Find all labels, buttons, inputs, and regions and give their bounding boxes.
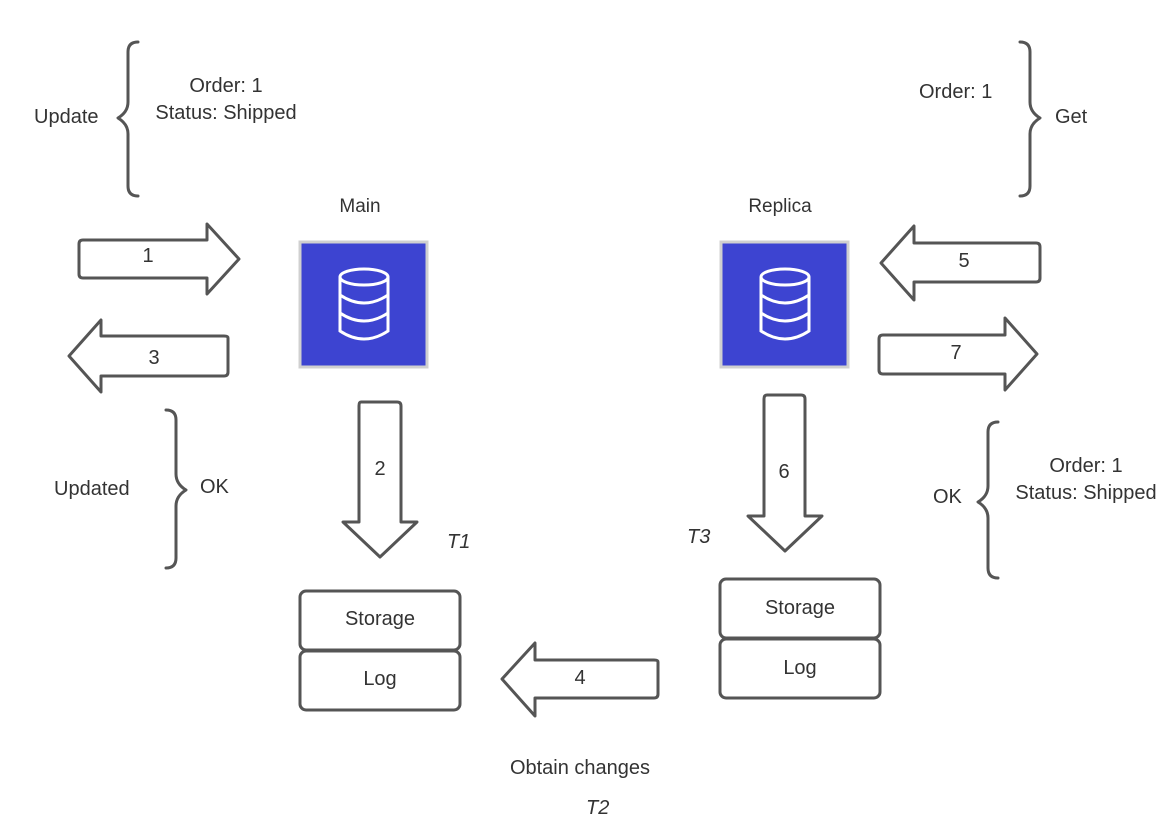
get-order: Order: 1 xyxy=(919,81,993,103)
arrow-step-2 xyxy=(341,400,419,559)
replica-log-label: Log xyxy=(783,657,817,679)
step-number-6: 6 xyxy=(778,461,790,483)
main-storage-label: Storage xyxy=(344,608,416,630)
database-icon xyxy=(759,267,811,341)
step-number-4: 4 xyxy=(574,667,586,689)
get-ok-text: OK xyxy=(933,486,962,508)
time-t2: T2 xyxy=(586,797,610,819)
arrow-step-5 xyxy=(879,224,1042,302)
obtain-changes-label: Obtain changes xyxy=(509,757,651,779)
arrow-step-6 xyxy=(746,393,824,553)
replica-storage-label: Storage xyxy=(764,597,836,619)
step-number-2: 2 xyxy=(374,458,386,480)
get-brace xyxy=(1018,40,1042,198)
update-brace xyxy=(116,40,140,198)
arrow-step-7 xyxy=(877,316,1039,392)
step-number-7: 7 xyxy=(950,342,962,364)
arrow-step-1 xyxy=(77,222,241,296)
time-t3: T3 xyxy=(687,526,711,548)
ok-brace xyxy=(976,420,1000,580)
replica-database-node xyxy=(719,240,850,369)
replica-log-box xyxy=(718,637,882,700)
updated-brace xyxy=(164,408,188,570)
main-log-label: Log xyxy=(363,668,397,690)
main-log-box xyxy=(298,649,462,712)
time-t1: T1 xyxy=(447,531,471,553)
step-number-5: 5 xyxy=(958,250,970,272)
get-response-order: Order: 1 xyxy=(1049,455,1123,477)
database-icon xyxy=(338,267,390,341)
update-order: Order: 1 xyxy=(189,75,263,97)
replica-label: Replica xyxy=(748,196,812,217)
updated-text: Updated xyxy=(54,478,130,500)
main-label: Main xyxy=(339,196,381,217)
updated-ok-text: OK xyxy=(200,476,229,498)
get-verb: Get xyxy=(1055,106,1088,128)
arrow-step-3 xyxy=(67,318,230,394)
step-number-1: 1 xyxy=(142,245,154,267)
get-response-status: Status: Shipped xyxy=(1015,482,1157,504)
arrow-step-4 xyxy=(500,641,660,718)
step-number-3: 3 xyxy=(148,347,160,369)
update-status: Status: Shipped xyxy=(155,102,297,124)
update-verb: Update xyxy=(34,106,99,128)
main-database-node xyxy=(298,240,429,369)
